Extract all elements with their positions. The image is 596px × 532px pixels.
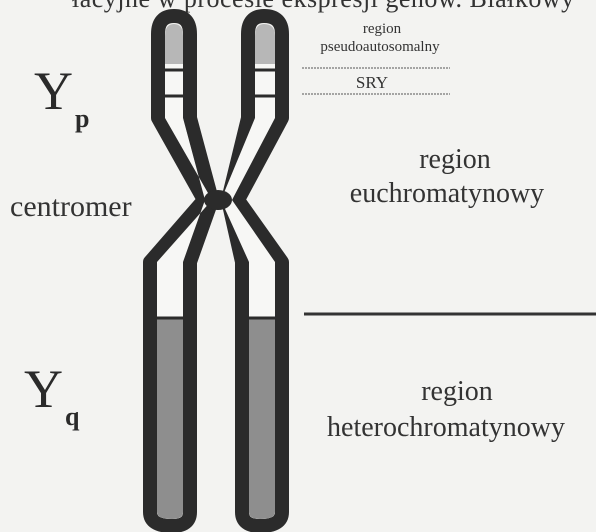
pseudoautosomal-region-word: region: [352, 22, 412, 37]
centromere-knot: [204, 190, 232, 210]
yq-label: Yq: [24, 362, 79, 416]
left-pseudoautosomal-region: [165, 24, 183, 64]
euchromatic-label-line2: euchromatynowy: [312, 180, 582, 208]
pseudoautosomal-label: pseudoautosomalny: [306, 40, 454, 55]
euchromatic-label-line1: region: [390, 146, 520, 174]
yp-label: Yp: [34, 64, 89, 118]
left-heterochromatin-region: [157, 318, 183, 519]
right-pseudoautosomal-region: [255, 24, 275, 64]
yq-letter: Y: [24, 359, 63, 419]
centromer-label: centromer: [10, 192, 132, 222]
heterochromatic-label-line1: region: [402, 378, 512, 406]
right-heterochromatin-region: [249, 318, 275, 519]
yq-subscript: q: [65, 402, 79, 431]
heterochromatic-label-line2: heterochromatynowy: [296, 414, 596, 442]
sry-label: SRY: [352, 74, 392, 91]
yp-letter: Y: [34, 61, 73, 121]
yp-subscript: p: [75, 104, 89, 133]
